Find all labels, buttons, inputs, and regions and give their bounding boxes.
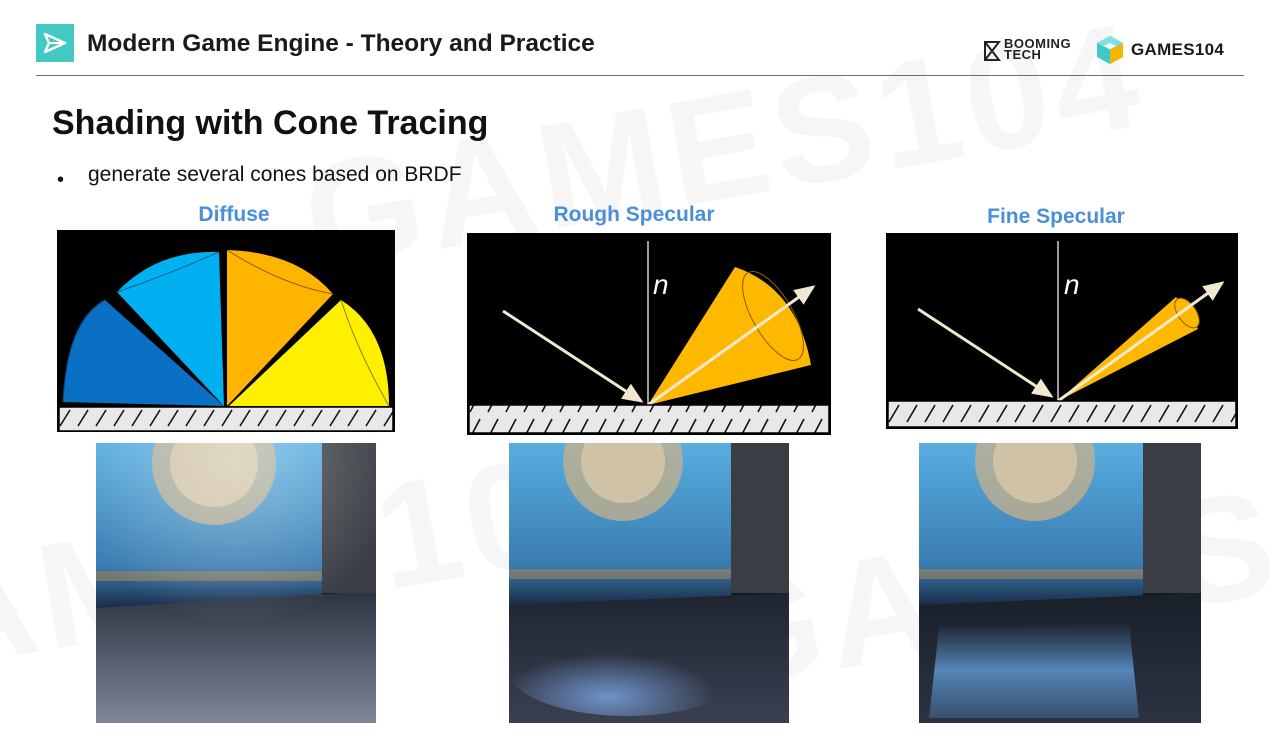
fine-specular-cone-diagram: n [886, 233, 1238, 429]
booming-tech-logo-icon [984, 41, 1002, 61]
games104-logo-icon [1094, 34, 1126, 71]
normal-label: n [1064, 269, 1080, 300]
diffuse-label: Diffuse [198, 203, 270, 226]
diffuse-cone-diagram [57, 230, 395, 432]
rough-specular-label: Rough Specular [553, 203, 715, 226]
tech-label: TECH [1004, 47, 1042, 62]
booming-tech-logo: BOOMING TECH [982, 37, 1071, 68]
slide-title: Shading with Cone Tracing [52, 104, 489, 142]
slide-header: Modern Game Engine - Theory and Practice… [0, 0, 1280, 76]
rough-specular-cone-diagram: n [467, 233, 831, 435]
fine-specular-label: Fine Specular [987, 205, 1125, 228]
bullet-icon: • [57, 169, 65, 191]
fine-specular-render-image [919, 443, 1201, 723]
header-divider [36, 75, 1244, 76]
deck-title: Modern Game Engine - Theory and Practice [87, 30, 595, 57]
play-logo-icon [36, 24, 74, 62]
games104-label: GAMES104 [1131, 40, 1225, 59]
bullet-text: generate several cones based on BRDF [88, 163, 462, 186]
normal-label: n [653, 269, 669, 300]
diffuse-render-image [96, 443, 376, 723]
rough-specular-render-image [509, 443, 789, 723]
booming-label: BOOMING [1004, 36, 1072, 51]
